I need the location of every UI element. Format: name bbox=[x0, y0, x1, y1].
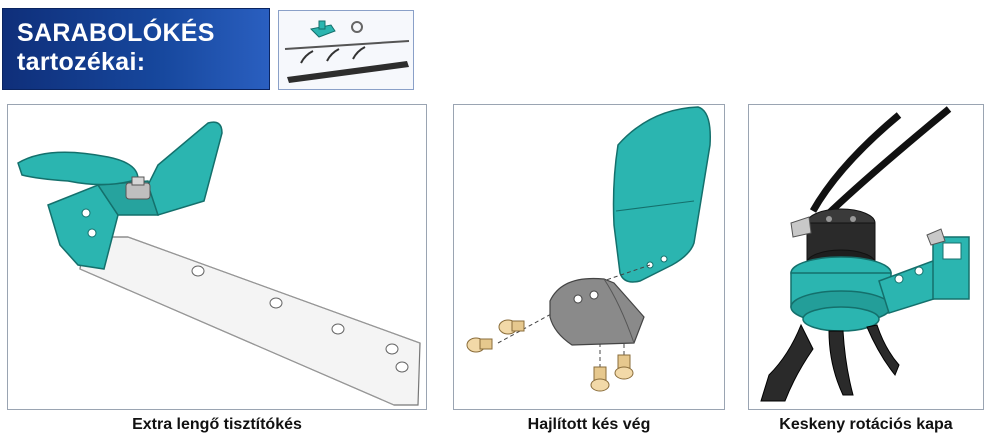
assembly-thumbnail bbox=[278, 10, 414, 90]
screw-icon bbox=[466, 337, 493, 353]
title-line-1: SARABOLÓKÉS bbox=[17, 19, 215, 47]
screw-icon bbox=[614, 354, 634, 380]
caption-narrow-rotary-hoe: Keskeny rotációs kapa bbox=[779, 416, 953, 433]
curved-blade-tip-illustration bbox=[466, 106, 711, 392]
panel-narrow-rotary-hoe bbox=[748, 104, 984, 410]
title-line-2: tartozékai: bbox=[17, 48, 146, 76]
assembly-thumbnail-illustration bbox=[284, 20, 410, 83]
caption-extra-cleaning-blade: Extra lengő tisztítókés bbox=[132, 416, 302, 433]
panel-curved-blade-tip bbox=[453, 104, 725, 410]
screw-icon bbox=[498, 319, 525, 335]
panel-extra-cleaning-blade bbox=[7, 104, 427, 410]
caption-curved-blade-tip: Hajlított kés vég bbox=[527, 416, 651, 433]
cleaning-blade-illustration bbox=[17, 121, 421, 406]
rotary-hoe-illustration bbox=[760, 106, 970, 402]
title-banner: SARABOLÓKÉS tartozékai: bbox=[2, 8, 270, 90]
screw-icon bbox=[590, 366, 610, 392]
